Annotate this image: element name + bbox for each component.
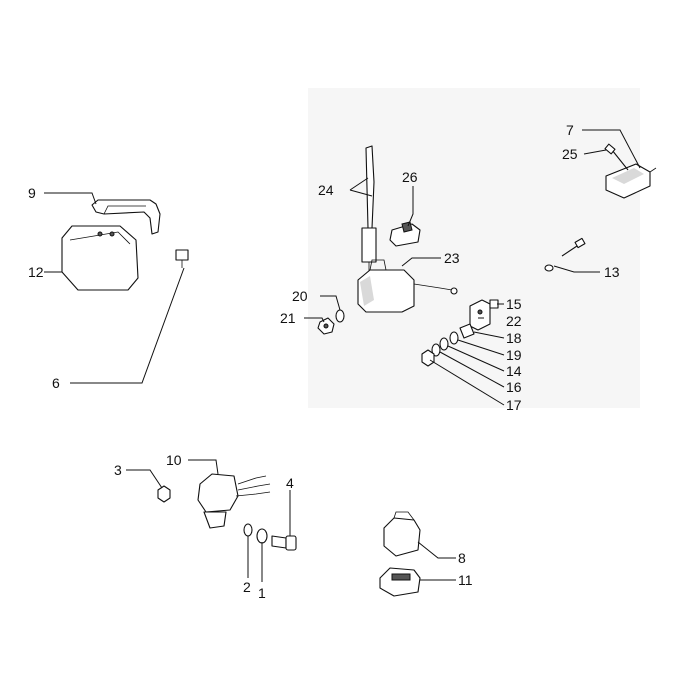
label-22: 22: [506, 313, 522, 329]
part-15-screw: [489, 299, 499, 309]
part-16-washer: [431, 343, 441, 357]
part-24-lead: [361, 145, 377, 272]
part-8-flasher: [383, 511, 421, 557]
part-11-base: [379, 567, 421, 597]
label-18: 18: [506, 330, 522, 346]
label-21: 21: [280, 310, 296, 326]
label-17: 17: [506, 397, 522, 413]
part-13-screw: [544, 237, 586, 272]
part-2-washer: [243, 523, 253, 537]
part-12-plate: [61, 225, 139, 291]
part-20-washer: [335, 309, 345, 323]
label-1: 1: [258, 585, 266, 601]
part-7-unit: [605, 163, 657, 199]
part-22-bracket: [469, 299, 491, 331]
label-14: 14: [506, 363, 522, 379]
label-20: 20: [292, 288, 308, 304]
part-21-nut: [317, 317, 335, 335]
label-26: 26: [402, 169, 418, 185]
part-14-washer: [439, 337, 449, 351]
part-9-bracket: [91, 199, 161, 235]
part-1-washer: [256, 528, 268, 544]
label-23: 23: [444, 250, 460, 266]
part-3-nut: [157, 485, 171, 503]
part-23-coil: [357, 259, 458, 313]
part-number-labels: 9 12 6 24 26 23 20 21 15 22 18 19 14 16 …: [28, 122, 620, 601]
part-18-spacer: [459, 323, 475, 339]
label-25: 25: [562, 146, 578, 162]
part-17-nut: [421, 349, 435, 367]
part-6-screw: [175, 249, 189, 268]
label-16: 16: [506, 379, 522, 395]
part-26-cap: [389, 221, 421, 247]
label-13: 13: [604, 264, 620, 280]
part-10-rectifier: [197, 473, 271, 529]
part-25-screw: [604, 143, 629, 171]
label-12: 12: [28, 264, 44, 280]
label-6: 6: [52, 375, 60, 391]
part-19-washer: [449, 331, 459, 345]
label-4: 4: [286, 475, 294, 491]
label-9: 9: [28, 185, 36, 201]
label-10: 10: [166, 452, 182, 468]
part-4-bolt: [271, 535, 297, 551]
label-7: 7: [566, 122, 574, 138]
label-15: 15: [506, 296, 522, 312]
label-3: 3: [114, 462, 122, 478]
background-panel: [308, 88, 640, 408]
leader-lines: [44, 129, 641, 582]
label-2: 2: [243, 579, 251, 595]
label-8: 8: [458, 550, 466, 566]
label-11: 11: [458, 572, 473, 588]
label-24: 24: [318, 182, 334, 198]
label-19: 19: [506, 347, 522, 363]
